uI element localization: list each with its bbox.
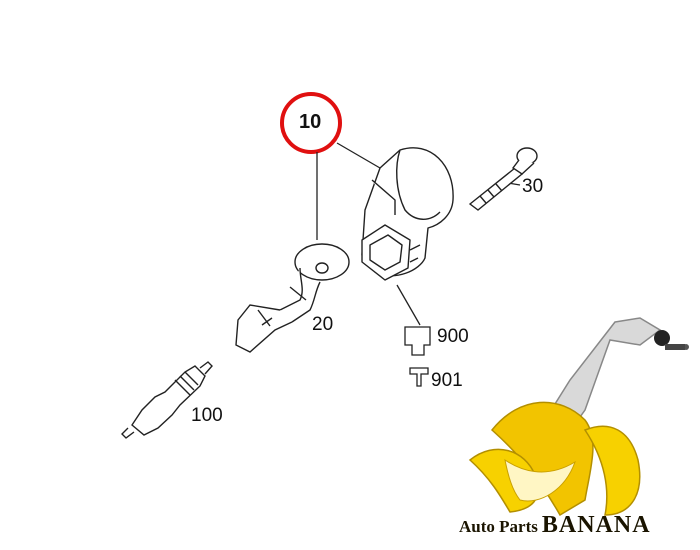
spark-plug	[121, 361, 213, 439]
brand-big: BANANA	[541, 512, 651, 538]
part-label-901: 901	[431, 370, 463, 391]
part-label-20: 20	[312, 314, 334, 335]
connector-boot	[235, 243, 350, 353]
bolt	[468, 147, 538, 211]
plug-900	[404, 326, 431, 356]
part-label-100: 100	[191, 405, 223, 426]
banana-logo	[468, 317, 689, 517]
part-label-30: 30	[522, 176, 544, 197]
part-label-10: 10	[299, 111, 322, 133]
callout-circle	[280, 92, 342, 154]
part-label-900: 900	[437, 326, 469, 347]
brand-text: Auto Parts BANANA	[459, 512, 651, 539]
plug-901	[409, 367, 429, 387]
ignition-coil	[361, 147, 454, 281]
brand-small: Auto Parts	[459, 517, 538, 536]
